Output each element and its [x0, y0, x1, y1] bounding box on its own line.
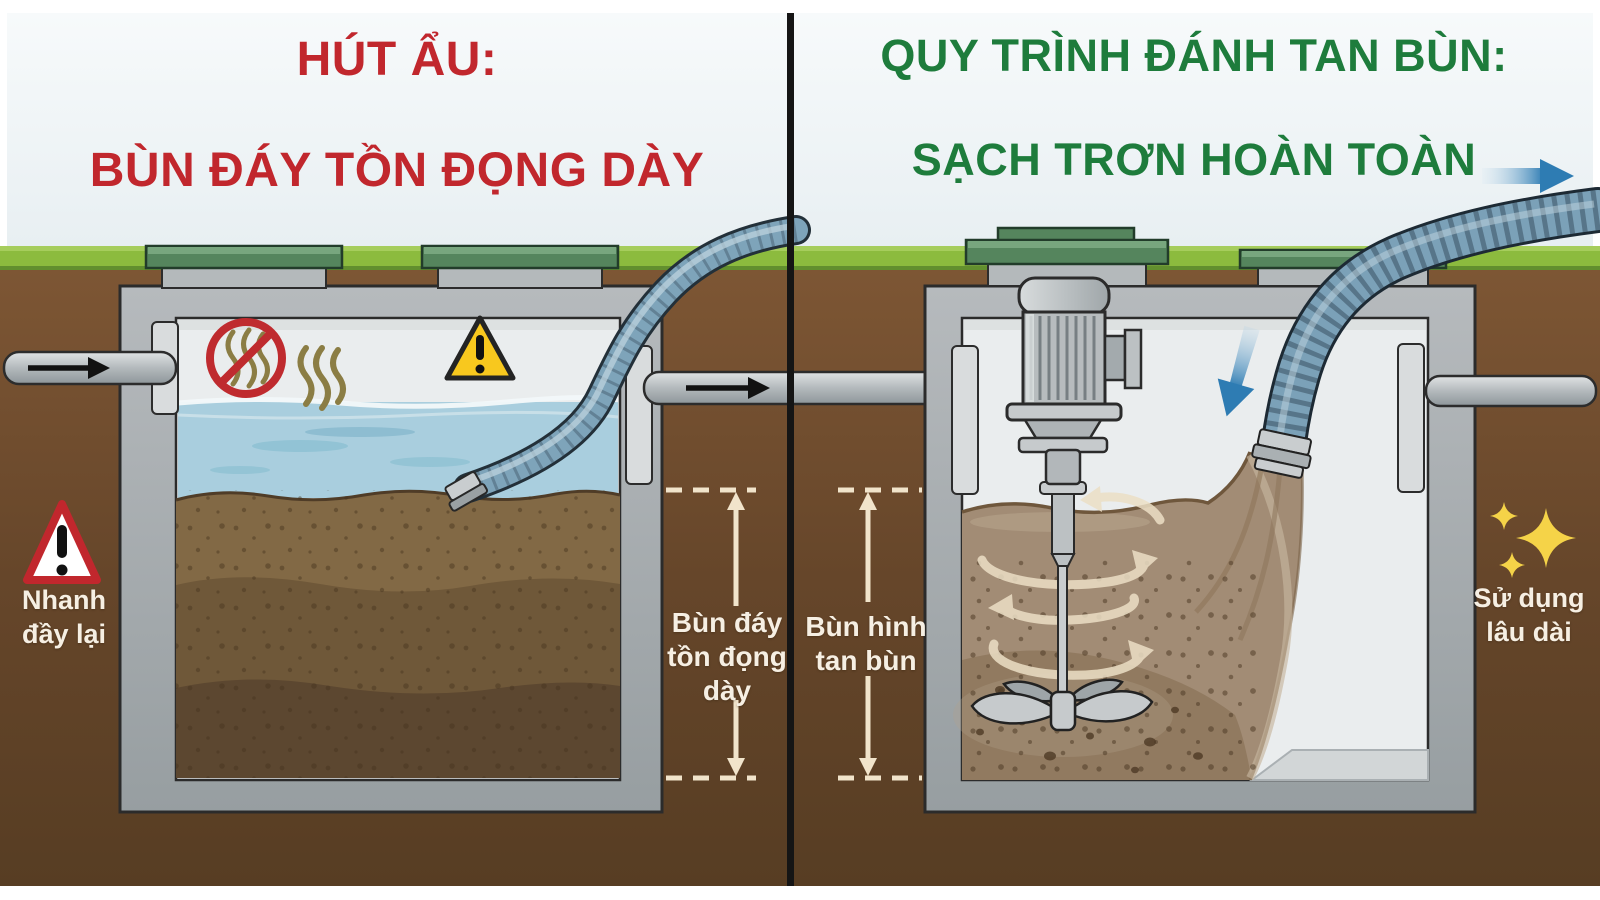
odor-squiggle-icon — [297, 345, 346, 411]
benefit-label: Sử dụng lâu dài — [1473, 583, 1585, 647]
inlet-pipe — [2, 350, 178, 386]
sky — [0, 13, 1600, 246]
no-odor-prohibition-icon — [206, 318, 286, 398]
left-measure-annotation — [666, 487, 756, 781]
propeller — [970, 678, 1154, 732]
transfer-pipe — [642, 370, 960, 406]
right-tank — [923, 226, 1598, 814]
panel-divider — [787, 13, 794, 886]
flow-arrow-right-blue — [1482, 159, 1574, 193]
refill-warning-label: Nhanh đầy lại — [21, 585, 107, 649]
right-panel-title: QUY TRÌNH ĐÁNH TAN BÙN: SẠCH TRƠN HOÀN T… — [800, 30, 1588, 187]
right-tank-inlet-baffle — [951, 345, 979, 495]
suction-hose-left — [444, 215, 811, 512]
left-title-line2: BÙN ĐÁY TỒN ĐỌNG DÀY — [89, 144, 705, 198]
bottom-margin — [0, 886, 1600, 900]
right-title-line1: QUY TRÌNH ĐÁNH TAN BÙN: — [880, 30, 1508, 81]
flow-arrow-down-blue — [1217, 325, 1260, 417]
right-margin — [1593, 13, 1600, 246]
hose-nozzle — [1251, 428, 1312, 479]
suction-hose-corrugated — [1251, 187, 1600, 479]
sparkles-icon — [1490, 502, 1576, 578]
left-tank — [2, 244, 664, 814]
right-measure-label: Bùn hình tan bùn — [805, 611, 927, 677]
outlet-pipe — [1424, 374, 1598, 408]
left-tank-lids — [144, 244, 620, 289]
left-title-line1: HÚT ẨU: — [296, 33, 498, 86]
right-title-line2: SẠCH TRƠN HOÀN TOÀN — [911, 134, 1477, 186]
swirl-arrows — [977, 486, 1165, 680]
hose-tip — [444, 471, 488, 512]
mixer-motor — [1005, 276, 1143, 486]
left-tank-sludge — [175, 489, 621, 778]
warning-triangle-red-icon — [23, 500, 101, 584]
flow-arrow-transfer — [686, 377, 770, 399]
warning-triangle-yellow-icon — [444, 315, 516, 381]
motor-side-flange — [1103, 334, 1127, 382]
flow-arrow-inlet — [28, 357, 110, 379]
clean-floor — [1249, 749, 1429, 781]
left-margin — [0, 13, 7, 246]
right-measure-annotation — [838, 487, 922, 781]
left-panel-title: HÚT ẨU: BÙN ĐÁY TỒN ĐỌNG DÀY — [12, 32, 782, 199]
top-margin — [0, 0, 1600, 13]
right-tank-outlet-baffle — [1397, 343, 1425, 493]
left-measure-label: Bùn đáy tồn đọng dày — [667, 607, 787, 707]
